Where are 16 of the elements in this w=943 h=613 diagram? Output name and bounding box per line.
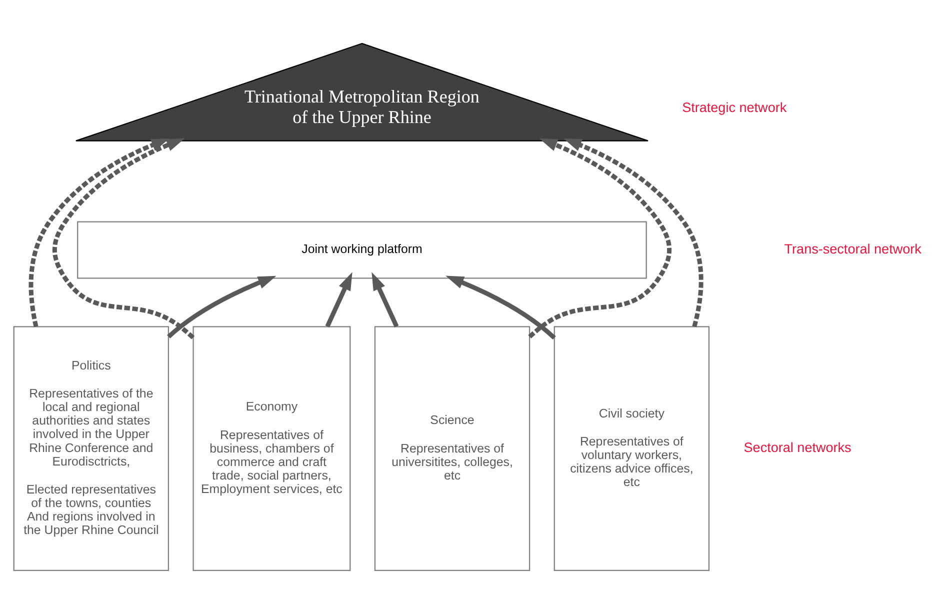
label: Sectoral networks (743, 440, 851, 455)
arrow (371, 272, 398, 327)
arrow (562, 138, 703, 327)
arrow (28, 138, 170, 327)
node-box: Economy Representatives of business, chambers of commerce and craft trade, social partners, Employment services, etc (192, 326, 350, 571)
arrow (324, 272, 352, 327)
node-box: Civil society Representatives of voluntary workers, citizens advice offices, etc (553, 326, 710, 571)
arrow (528, 138, 671, 338)
label: Strategic network (682, 99, 786, 114)
arrow (52, 138, 194, 339)
node-box: Science Representatives of universitites, colleges, etc (374, 326, 530, 571)
arrow (166, 275, 276, 338)
label: Trans-sectoral network (784, 241, 921, 256)
arrow (445, 275, 556, 340)
node-box: Politics Representatives of the local and regional authorities and states involved in the Upper Rhine Conference and Eurodisctricts, Elected representatives of the towns, counties And regions involved in the Upper Rhine Council (12, 326, 169, 571)
node-box: Joint working platform (76, 220, 646, 278)
